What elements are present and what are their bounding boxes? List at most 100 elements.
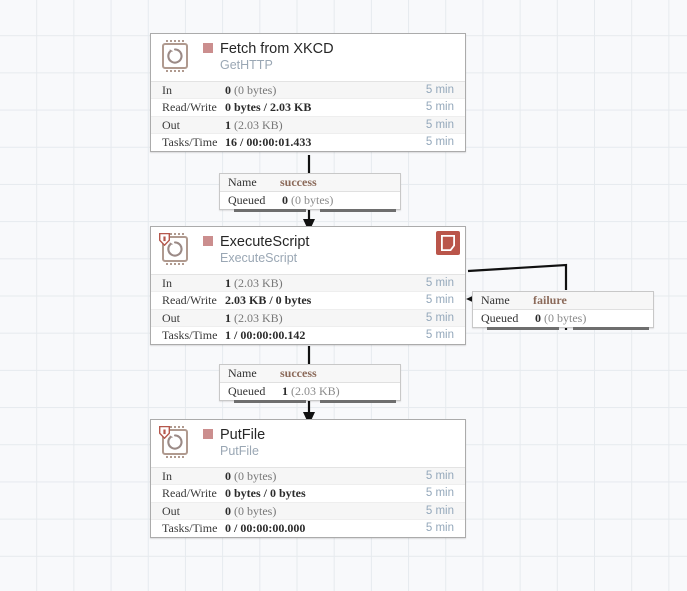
connection-drag-handles[interactable]	[220, 400, 400, 403]
connection-relationship: success	[280, 175, 317, 189]
connection-relationship: success	[280, 366, 317, 380]
stat-label: Tasks/Time	[162, 521, 218, 536]
connection-name-key: Name	[228, 366, 257, 380]
processor-icon	[159, 233, 192, 267]
queued-count: 0	[282, 193, 288, 207]
stat-label: Read/Write	[162, 100, 217, 115]
stat-window: 5 min	[425, 487, 454, 500]
queued-size: (0 bytes)	[544, 311, 587, 325]
stat-number: 1 / 00:00:00.142	[225, 328, 306, 343]
stat-row-out: Out 1 (2.03 KB) 5 min	[151, 309, 465, 328]
connection-queued-value: 1 (2.03 KB)	[282, 383, 340, 400]
stat-window: 5 min	[425, 470, 454, 482]
processor-icon	[159, 426, 192, 460]
processor-type: PutFile	[220, 444, 259, 458]
stat-value: 0 (0 bytes)	[225, 468, 276, 484]
processor-execute-script[interactable]: ExecuteScript ExecuteScript In 1 (2.03 K…	[150, 226, 466, 345]
wire-failure-loop	[467, 263, 568, 290]
refresh-cycle-icon	[167, 241, 183, 257]
secure-shield-icon	[159, 426, 170, 439]
connection-label-success-1[interactable]: Name success Queued 0 (0 bytes)	[219, 173, 401, 212]
stat-number: 0 bytes / 2.03 KB	[225, 100, 312, 115]
connection-queued-key: Queued	[228, 384, 266, 398]
connection-queued-key: Queued	[481, 311, 519, 325]
stat-number: 1	[225, 117, 231, 132]
stat-number: 0	[225, 83, 231, 97]
stat-window: 5 min	[425, 522, 454, 535]
stat-row-in: In 1 (2.03 KB) 5 min	[151, 275, 465, 293]
stat-row-in: In 0 (0 bytes) 5 min	[151, 82, 465, 100]
connection-queued-row: Queued 1 (2.03 KB)	[220, 383, 400, 400]
status-stopped-icon	[203, 236, 213, 246]
stat-label: Tasks/Time	[162, 328, 218, 343]
stat-value: 1 (2.03 KB)	[225, 310, 283, 326]
stat-number: 0 bytes / 0 bytes	[225, 486, 306, 501]
stat-number: 16 / 00:00:01.433	[225, 135, 312, 150]
processor-put-file[interactable]: PutFile PutFile In 0 (0 bytes) 5 min Rea…	[150, 419, 466, 538]
connection-relationship: failure	[533, 293, 567, 307]
connection-name-row: Name failure	[473, 292, 653, 310]
connection-queued-row: Queued 0 (0 bytes)	[473, 310, 653, 327]
stat-row-tasks-time: Tasks/Time 1 / 00:00:00.142 5 min	[151, 327, 465, 343]
processor-title: Fetch from XKCD	[203, 40, 423, 58]
connection-label-failure[interactable]: Name failure Queued 0 (0 bytes)	[472, 291, 654, 330]
stat-label: Read/Write	[162, 486, 217, 501]
processor-stats: In 1 (2.03 KB) 5 min Read/Write 2.03 KB …	[151, 275, 465, 344]
stat-row-tasks-time: Tasks/Time 16 / 00:00:01.433 5 min	[151, 134, 465, 150]
stat-value: 16 / 00:00:01.433	[225, 134, 311, 150]
processor-type: GetHTTP	[220, 58, 273, 72]
stat-value: 1 (2.03 KB)	[225, 117, 283, 133]
stat-detail: (0 bytes)	[234, 83, 277, 97]
queued-count: 1	[282, 384, 288, 398]
connection-queued-key: Queued	[228, 193, 266, 207]
stat-value: 0 (0 bytes)	[225, 503, 276, 519]
connection-name-key: Name	[228, 175, 257, 189]
status-stopped-icon	[203, 429, 213, 439]
processor-header[interactable]: Fetch from XKCD GetHTTP	[151, 34, 465, 82]
processor-name: Fetch from XKCD	[220, 41, 334, 57]
stat-label: Read/Write	[162, 293, 217, 308]
stat-row-out: Out 1 (2.03 KB) 5 min	[151, 116, 465, 135]
connection-drag-handles[interactable]	[473, 327, 653, 330]
stat-value: 0 (0 bytes)	[225, 82, 276, 98]
stat-row-in: In 0 (0 bytes) 5 min	[151, 468, 465, 486]
stat-label: In	[162, 276, 172, 290]
stat-value: 1 / 00:00:00.142	[225, 327, 305, 343]
secure-shield-icon	[159, 233, 170, 246]
connection-queued-value: 0 (0 bytes)	[282, 192, 333, 209]
stat-window: 5 min	[425, 294, 454, 307]
stat-row-read-write: Read/Write 0 bytes / 0 bytes 5 min	[151, 485, 465, 503]
refresh-cycle-icon	[167, 48, 183, 64]
stat-value: 0 bytes / 0 bytes	[225, 485, 306, 501]
processor-stats: In 0 (0 bytes) 5 min Read/Write 0 bytes …	[151, 468, 465, 537]
connection-name-row: Name success	[220, 174, 400, 192]
connection-queued-row: Queued 0 (0 bytes)	[220, 192, 400, 209]
processor-name: ExecuteScript	[220, 234, 310, 250]
stat-value: 1 (2.03 KB)	[225, 275, 283, 291]
processor-fetch-from-xkcd[interactable]: Fetch from XKCD GetHTTP In 0 (0 bytes) 5…	[150, 33, 466, 152]
processor-header[interactable]: PutFile PutFile	[151, 420, 465, 468]
stat-number: 0	[225, 469, 231, 483]
processor-icon	[160, 40, 192, 74]
stat-detail: (0 bytes)	[234, 503, 277, 518]
stat-detail: (2.03 KB)	[234, 310, 283, 325]
processor-title: ExecuteScript	[203, 233, 423, 251]
connection-drag-handles[interactable]	[220, 209, 400, 212]
stat-number: 0	[225, 503, 231, 518]
processor-stats: In 0 (0 bytes) 5 min Read/Write 0 bytes …	[151, 82, 465, 151]
bulletin-indicator-icon[interactable]	[436, 231, 460, 255]
stat-label: In	[162, 83, 172, 97]
queued-size: (2.03 KB)	[291, 384, 340, 398]
stat-detail: (2.03 KB)	[234, 117, 283, 132]
connection-queued-value: 0 (0 bytes)	[535, 310, 586, 327]
processor-header[interactable]: ExecuteScript ExecuteScript	[151, 227, 465, 275]
processor-title: PutFile	[203, 426, 423, 444]
stat-value: 0 / 00:00:00.000	[225, 520, 305, 536]
stat-number: 2.03 KB / 0 bytes	[225, 293, 312, 308]
stat-window: 5 min	[425, 277, 454, 289]
stat-label: Tasks/Time	[162, 135, 218, 150]
connection-label-success-2[interactable]: Name success Queued 1 (2.03 KB)	[219, 364, 401, 403]
stat-window: 5 min	[425, 329, 454, 342]
queued-count: 0	[535, 311, 541, 325]
